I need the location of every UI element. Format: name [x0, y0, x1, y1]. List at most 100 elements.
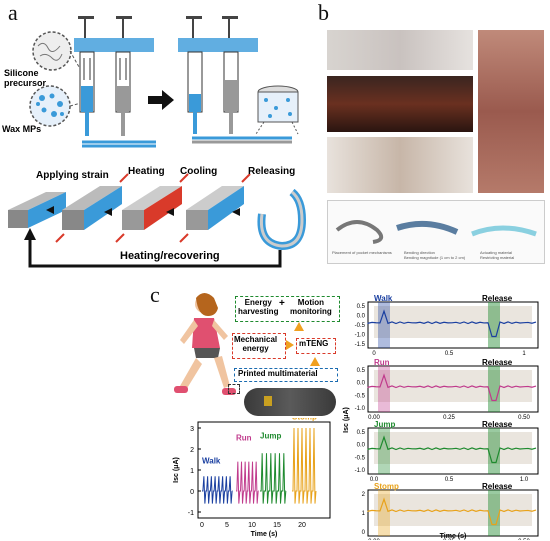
panel-b-diagram: [335, 220, 537, 244]
y-tick-label: 0.0: [357, 443, 366, 449]
syringe-left-2: [186, 16, 203, 134]
block-cooling: [179, 173, 251, 243]
block-releasing-curl: [257, 188, 307, 251]
step-heating: Heating: [128, 166, 165, 177]
y-tick-label: -0.5: [355, 323, 366, 329]
x-tick-label: 0.00: [368, 415, 380, 421]
trace-run: [367, 373, 537, 402]
flow-box-mteng: [296, 338, 336, 354]
y-tick-label: -0.5: [355, 455, 366, 461]
x-tick-label: 1: [522, 351, 526, 357]
y-tick-label: 0.5: [357, 304, 366, 310]
photo-hand-spikes: [327, 137, 473, 193]
y-tick-label: -1.0: [355, 333, 366, 339]
step-cooling: Cooling: [180, 166, 218, 177]
flow-box-energy-monitor: [235, 296, 340, 322]
panel-release-run: Release: [482, 358, 513, 367]
series-walk: [202, 476, 233, 504]
legend-item-2: Bending magnitude (1 cm to 2 cm): [404, 255, 466, 260]
series-jump: [260, 453, 287, 504]
panel-release-jump: Release: [482, 420, 513, 429]
runner-illustration: [174, 293, 236, 395]
block-strain: [55, 173, 129, 243]
panel-release-walk: Release: [482, 294, 513, 303]
flow-energy-harvesting: Energy harvesting: [238, 298, 279, 316]
step-releasing: Releasing: [248, 166, 296, 177]
series-run: [236, 461, 259, 504]
trace-walk: [367, 309, 537, 338]
y-tick-label: 0.0: [357, 381, 366, 387]
photo-arm-wrap: [478, 30, 544, 193]
panel-b-label: b: [318, 0, 329, 25]
x-tick-label: 20: [298, 522, 306, 529]
x-tick-label: 0.25: [443, 539, 455, 540]
wax-mps-circle: [29, 85, 71, 127]
highlight-press-stomp: [378, 490, 390, 536]
y-tick-label: 0: [190, 489, 194, 496]
flow-box-printed: [234, 368, 338, 382]
flow-plus: +: [279, 298, 285, 309]
panel-title-run: Run: [374, 358, 390, 367]
series-label-jump: Jump: [260, 432, 281, 441]
flow-printed-multimaterial: Printed multimaterial: [238, 369, 318, 378]
wax-mps-label: Wax MPs: [2, 124, 42, 134]
highlight-release-run: [488, 366, 500, 412]
block-initial: [8, 192, 66, 228]
y-tick-label: -0.5: [355, 393, 366, 399]
highlight-release-stomp: [488, 490, 500, 536]
syringe-right-1: [115, 16, 132, 136]
flow-box-mechanical: [232, 333, 286, 359]
heating-recovering-label: Heating/recovering: [120, 250, 220, 262]
flow-mechanical-energy: Mechanical energy: [234, 335, 278, 353]
right-x-axis-label: Time (s): [440, 533, 467, 540]
insole-photo: [244, 388, 336, 416]
series-label-run: Run: [236, 434, 252, 443]
y-tick-label: -1.0: [355, 406, 366, 412]
x-tick-label: 0.0: [370, 477, 379, 483]
trace-jump: [367, 435, 537, 464]
flow-arrow-right: [286, 340, 294, 350]
highlight-press-walk: [378, 302, 390, 348]
legend-item-4: Restricting material: [480, 255, 515, 260]
flow-motion-monitoring: Motion monitoring: [290, 298, 332, 316]
panel-a-label: a: [8, 0, 18, 25]
x-tick-label: 1.0: [520, 477, 529, 483]
x-tick-label: 10: [248, 522, 256, 529]
x-tick-label: 0: [200, 522, 204, 529]
x-tick-label: 0.00: [368, 539, 380, 540]
silicone-precursor-label: Silicone precursor: [4, 68, 47, 88]
silicone-precursor-circle: [32, 31, 72, 71]
process-arrow: [148, 90, 174, 110]
x-tick-label: 5: [225, 522, 229, 529]
highlight-press-run: [378, 366, 390, 412]
panel-b-diagram-box: [327, 200, 545, 264]
highlight-release-jump: [488, 428, 500, 474]
y-tick-label: 1: [190, 468, 194, 475]
y-tick-label: -1.5: [355, 342, 366, 348]
flow-mteng: mTENG: [299, 339, 329, 348]
y-tick-label: -1.0: [355, 468, 366, 474]
x-tick-label: 0.5: [445, 351, 454, 357]
x-tick-label: 0: [372, 351, 376, 357]
photo-hand-glove: [327, 30, 473, 70]
x-axis-label: Time (s): [251, 531, 278, 538]
y-tick-label: 2: [190, 447, 194, 454]
y-axis-label: Isc (μA): [173, 457, 180, 483]
series-label-stomp: Stomp: [292, 418, 317, 422]
y-tick-label: 0.5: [357, 368, 366, 374]
photo-hand-heatmap: [327, 76, 473, 132]
highlight-release-walk: [488, 302, 500, 348]
legend-item-3: Actuating material: [480, 250, 513, 255]
panel-release-stomp: Release: [482, 482, 513, 491]
legend-item-1: Bending direction: [404, 250, 435, 255]
flow-arrow-up-2: [310, 357, 320, 366]
y-tick-label: 0.5: [357, 430, 366, 436]
y-tick-label: 2: [362, 492, 366, 498]
printed-fiber-inset: [255, 85, 299, 135]
right-y-axis-label: Isc (μA): [343, 407, 350, 433]
panel-c-label: c: [150, 282, 160, 307]
panel-title-stomp: Stomp: [374, 482, 399, 491]
panel-title-walk: Walk: [374, 294, 393, 303]
